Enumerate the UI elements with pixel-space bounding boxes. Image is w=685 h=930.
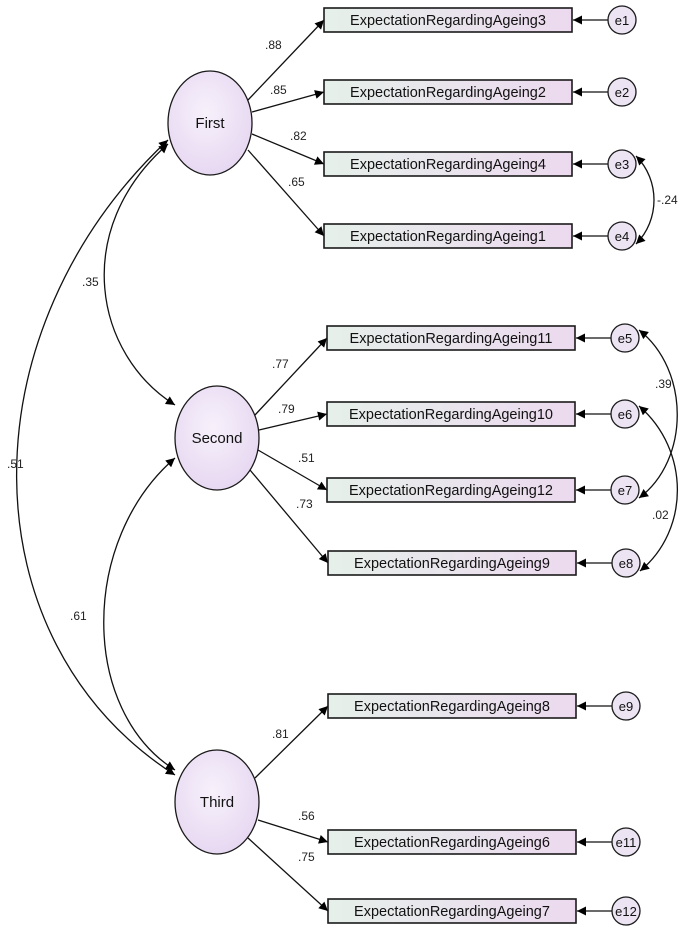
- loading-arrow: [251, 133, 325, 165]
- loading-value: .79: [278, 402, 295, 416]
- latent-third: Third: [174, 749, 260, 855]
- loading-arrow: [247, 19, 325, 101]
- indicator-node: ExpectationRegardingAgeing12 e7: [326, 475, 640, 505]
- error-label: e1: [615, 13, 629, 28]
- loading-value: .56: [298, 809, 315, 823]
- error-label: e2: [615, 85, 629, 100]
- indicator-label: ExpectationRegardingAgeing12: [349, 483, 553, 499]
- correlation-arrow-first-second: [103, 143, 176, 406]
- error-term-circle: [611, 691, 641, 721]
- error-label: e5: [618, 331, 632, 346]
- error-term-circle: [611, 827, 641, 857]
- indicator-node: ExpectationRegardingAgeing1 e4: [323, 221, 637, 251]
- loading-arrow: [254, 337, 328, 416]
- indicator-label: ExpectationRegardingAgeing2: [350, 85, 546, 101]
- latent-first: First: [167, 70, 253, 176]
- loading-arrow: [249, 469, 329, 564]
- indicator-label: ExpectationRegardingAgeing4: [350, 157, 546, 173]
- loading-value: .88: [265, 38, 282, 52]
- indicator-node: ExpectationRegardingAgeing4 e3: [323, 149, 637, 179]
- latent-label: First: [195, 115, 225, 132]
- covariance-value: .39: [655, 377, 672, 391]
- latent-second: Second: [174, 385, 260, 491]
- covariance-arrow-e3-e4: [635, 155, 655, 245]
- covariance-value: -.24: [657, 193, 678, 207]
- factor-correlations: .35 .51 .61: [7, 139, 176, 776]
- correlation-value: .51: [7, 457, 24, 471]
- indicator-label: ExpectationRegardingAgeing1: [350, 229, 546, 245]
- error-label: e3: [615, 157, 629, 172]
- indicator-node: ExpectationRegardingAgeing7 e12: [327, 896, 641, 926]
- indicator-node: ExpectationRegardingAgeing9 e8: [327, 548, 641, 578]
- loading-value: .65: [288, 175, 305, 189]
- error-label: e8: [619, 556, 633, 571]
- loading-arrow: [254, 705, 329, 779]
- loading-arrow: [258, 411, 328, 431]
- factor-loadings: .88 .85 .82 .65 .77 .79 .51 .73 .81 .56 …: [247, 19, 329, 912]
- latent-label: Third: [200, 794, 234, 811]
- indicator-label: ExpectationRegardingAgeing9: [354, 556, 550, 572]
- covariance-value: .02: [652, 508, 669, 522]
- indicator-label: ExpectationRegardingAgeing8: [354, 699, 550, 715]
- error-covariances: -.24 .39 .02: [635, 155, 678, 572]
- error-label: e4: [615, 229, 629, 244]
- loading-value: .81: [272, 727, 289, 741]
- indicator-label: ExpectationRegardingAgeing11: [350, 331, 553, 347]
- error-label: e7: [618, 483, 632, 498]
- indicator-label: ExpectationRegardingAgeing6: [354, 835, 550, 851]
- error-term-circle: [607, 77, 637, 107]
- covariance-arrow-e5-e7: [638, 329, 678, 499]
- loading-arrow: [257, 449, 328, 491]
- loading-value: .75: [298, 850, 315, 864]
- loading-value: .85: [270, 83, 287, 97]
- indicator-node: ExpectationRegardingAgeing6 e11: [327, 827, 641, 857]
- error-term-circle: [611, 896, 641, 926]
- indicator-node: ExpectationRegardingAgeing3 e1: [323, 5, 637, 35]
- loading-value: .51: [298, 451, 315, 465]
- indicator-node: ExpectationRegardingAgeing2 e2: [323, 77, 637, 107]
- correlation-arrow-second-third: [103, 457, 176, 771]
- indicator-label: ExpectationRegardingAgeing3: [350, 13, 546, 29]
- indicator-node: ExpectationRegardingAgeing11 e5: [326, 323, 640, 353]
- latent-label: Second: [192, 430, 243, 447]
- indicator-node: ExpectationRegardingAgeing8 e9: [327, 691, 641, 721]
- correlation-value: .61: [70, 609, 87, 623]
- correlation-value: .35: [82, 275, 99, 289]
- loading-value: .82: [290, 129, 307, 143]
- loading-arrow: [257, 819, 329, 844]
- loading-arrow: [251, 90, 325, 113]
- loading-value: .77: [272, 357, 289, 371]
- loading-value: .73: [296, 497, 313, 511]
- error-term-circle: [607, 5, 637, 35]
- indicator-label: ExpectationRegardingAgeing10: [349, 407, 553, 423]
- loading-arrow: [247, 149, 325, 237]
- error-label: e12: [615, 904, 637, 919]
- covariance-arrow-e6-e8: [638, 405, 678, 572]
- error-label: e6: [618, 407, 632, 422]
- error-label: e9: [619, 699, 633, 714]
- indicator-label: ExpectationRegardingAgeing7: [354, 904, 550, 920]
- correlation-arrow-first-third: [16, 139, 176, 776]
- indicator-node: ExpectationRegardingAgeing10 e6: [326, 399, 640, 429]
- error-label: e11: [616, 835, 637, 850]
- observed-indicators: ExpectationRegardingAgeing3 e1 Expectati…: [323, 5, 641, 926]
- loading-arrow: [247, 837, 329, 912]
